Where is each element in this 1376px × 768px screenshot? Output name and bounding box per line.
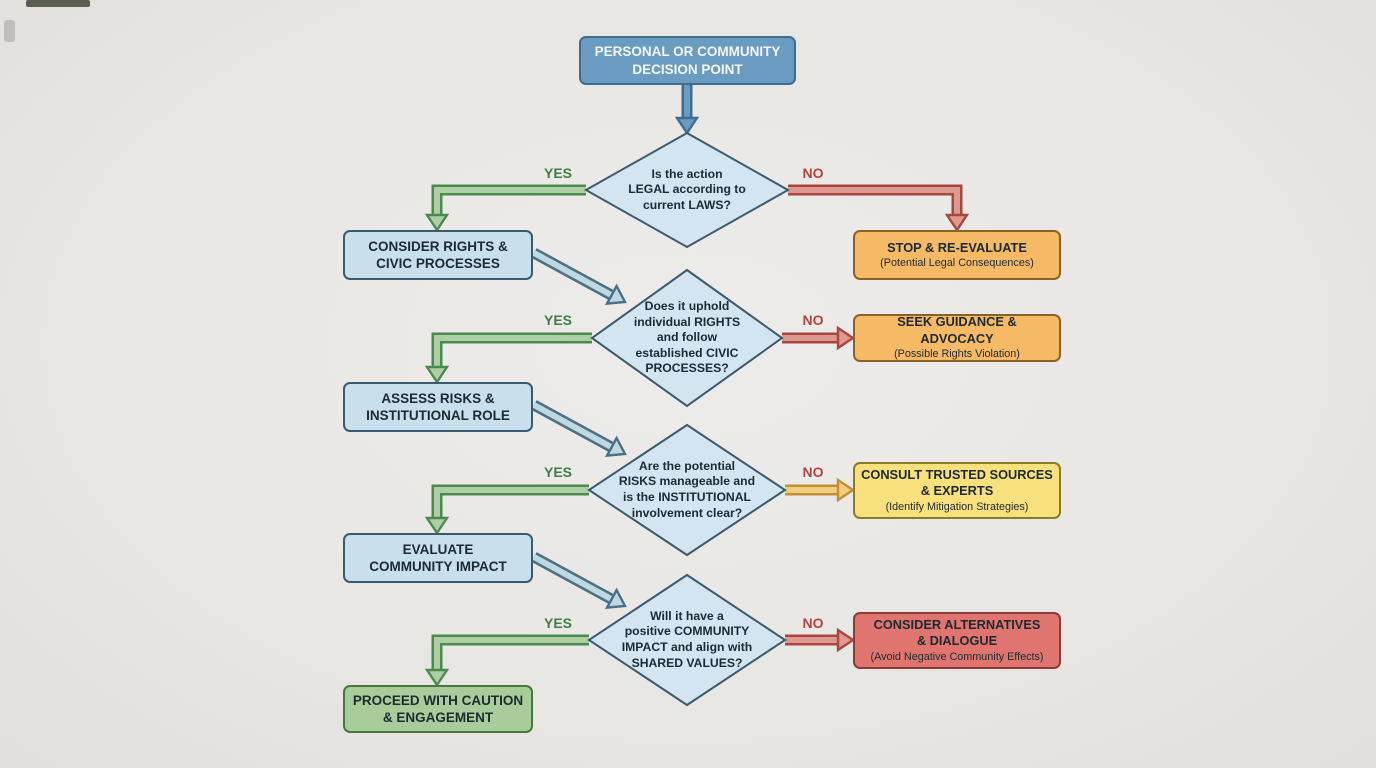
yes-label-4: YES <box>543 615 572 631</box>
node-stop-reevaluate: STOP & RE-EVALUATE (Potential Legal Cons… <box>853 230 1061 280</box>
arrow-diagonal-1 <box>531 248 627 306</box>
node-proceed-caution: PROCEED WITH CAUTION & ENGAGEMENT <box>343 685 533 733</box>
arrow-diagonal-3 <box>531 552 627 610</box>
node-consider-alternatives: CONSIDER ALTERNATIVES & DIALOGUE (Avoid … <box>853 612 1061 669</box>
node-consult-sources-title: CONSULT TRUSTED SOURCES & EXPERTS <box>861 466 1053 499</box>
node-consider-alternatives-subtitle: (Avoid Negative Community Effects) <box>870 650 1044 663</box>
decision-risks-text: Are the potential RISKS manageable and i… <box>618 458 756 520</box>
screen-artifact <box>26 0 90 7</box>
arrow-yes-legal <box>424 184 586 233</box>
node-consult-sources-subtitle: (Identify Mitigation Strategies) <box>885 500 1029 513</box>
node-assess-risks-label: ASSESS RISKS & INSTITUTIONAL ROLE <box>366 390 510 423</box>
yes-label-2: YES <box>543 312 572 328</box>
no-label-2: NO <box>802 312 824 328</box>
node-consider-alternatives-title: CONSIDER ALTERNATIVES & DIALOGUE <box>873 616 1041 649</box>
arrow-yes-risks <box>424 484 589 536</box>
decision-legal-text: Is the action LEGAL according to current… <box>628 166 746 212</box>
arrow-no-impact <box>785 627 856 653</box>
decision-rights-text: Does it uphold individual RIGHTS and fol… <box>633 298 741 376</box>
node-evaluate-impact-label: EVALUATE COMMUNITY IMPACT <box>369 541 507 574</box>
node-seek-guidance-subtitle: (Possible Rights Violation) <box>894 348 1020 361</box>
arrow-no-rights <box>782 325 856 351</box>
node-consider-rights: CONSIDER RIGHTS & CIVIC PROCESSES <box>343 230 533 280</box>
decision-risks-diamond <box>587 423 787 557</box>
node-consider-rights-label: CONSIDER RIGHTS & CIVIC PROCESSES <box>368 238 508 271</box>
decision-legal-diamond <box>583 131 791 249</box>
start-node: PERSONAL OR COMMUNITY DECISION POINT <box>579 36 796 85</box>
node-stop-reevaluate-title: STOP & RE-EVALUATE <box>887 239 1027 255</box>
node-assess-risks: ASSESS RISKS & INSTITUTIONAL ROLE <box>343 382 533 432</box>
arrow-diagonal-2 <box>531 400 627 458</box>
decision-impact-diamond <box>587 573 787 707</box>
arrow-no-risks <box>785 477 856 503</box>
yes-label-3: YES <box>543 464 572 480</box>
yes-label-1: YES <box>543 165 572 181</box>
arrow-yes-rights <box>424 332 592 385</box>
start-node-label: PERSONAL OR COMMUNITY DECISION POINT <box>594 44 781 77</box>
arrow-yes-impact <box>424 634 589 688</box>
node-seek-guidance-title: SEEK GUIDANCE & ADVOCACY <box>897 314 1017 346</box>
screen-artifact <box>4 20 15 42</box>
arrow-no-legal <box>788 184 970 233</box>
decision-rights-diamond <box>590 268 784 408</box>
no-label-4: NO <box>802 615 824 631</box>
node-evaluate-impact: EVALUATE COMMUNITY IMPACT <box>343 533 533 583</box>
no-label-3: NO <box>802 464 824 480</box>
node-stop-reevaluate-subtitle: (Potential Legal Consequences) <box>880 256 1034 269</box>
no-label-1: NO <box>802 165 824 181</box>
arrow-start-down <box>674 84 700 136</box>
node-proceed-caution-label: PROCEED WITH CAUTION & ENGAGEMENT <box>352 692 524 725</box>
node-seek-guidance: SEEK GUIDANCE & ADVOCACY (Possible Right… <box>853 314 1061 362</box>
node-consult-sources: CONSULT TRUSTED SOURCES & EXPERTS (Ident… <box>853 462 1061 519</box>
decision-impact-text: Will it have a positive COMMUNITY IMPACT… <box>621 608 753 670</box>
